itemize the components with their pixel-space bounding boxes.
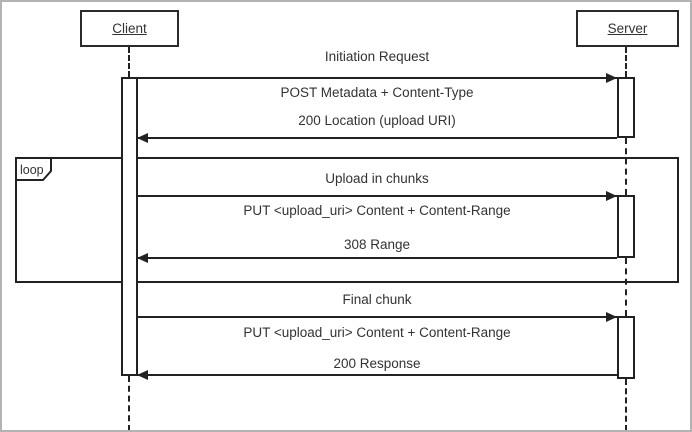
client-activation-bar [121, 77, 138, 376]
server-activation-bar [617, 316, 635, 379]
client-lifeline-segment [128, 47, 130, 77]
request-message-label: PUT <upload_uri> Content + Content-Range [243, 203, 511, 218]
request-message-label: POST Metadata + Content-Type [280, 85, 474, 100]
section-header: Upload in chunks [325, 171, 429, 186]
server-lifeline-segment [625, 379, 627, 430]
actor-box-client: Client [80, 10, 179, 47]
server-activation-bar [617, 195, 635, 258]
request-message-line [137, 195, 617, 197]
arrowhead-left-icon [137, 253, 148, 263]
server-lifeline-segment [625, 47, 627, 77]
response-message-line [137, 137, 617, 139]
arrowhead-left-icon [137, 370, 148, 380]
arrowhead-right-icon [606, 73, 617, 83]
response-message-label: 200 Location (upload URI) [298, 113, 456, 128]
arrowhead-right-icon [606, 312, 617, 322]
arrowhead-right-icon [606, 191, 617, 201]
response-message-line [137, 257, 617, 259]
server-lifeline-segment [625, 138, 627, 195]
request-message-label: PUT <upload_uri> Content + Content-Range [243, 325, 511, 340]
actor-label-client: Client [112, 21, 147, 36]
response-message-label: 200 Response [333, 356, 421, 371]
actor-label-server: Server [607, 21, 648, 36]
arrowhead-left-icon [137, 133, 148, 143]
client-lifeline-segment [128, 376, 130, 430]
request-message-line [137, 316, 617, 318]
section-header: Initiation Request [324, 49, 430, 64]
server-activation-bar [617, 77, 635, 138]
response-message-label: 308 Range [343, 237, 411, 252]
server-lifeline-segment [625, 258, 627, 316]
loop-fragment-frame [15, 157, 679, 283]
section-header: Final chunk [342, 292, 412, 307]
response-message-line [137, 374, 617, 376]
loop-fragment-tag: loop [15, 157, 52, 181]
request-message-line [137, 77, 617, 79]
loop-fragment-label: loop [20, 163, 44, 177]
actor-box-server: Server [576, 10, 679, 47]
